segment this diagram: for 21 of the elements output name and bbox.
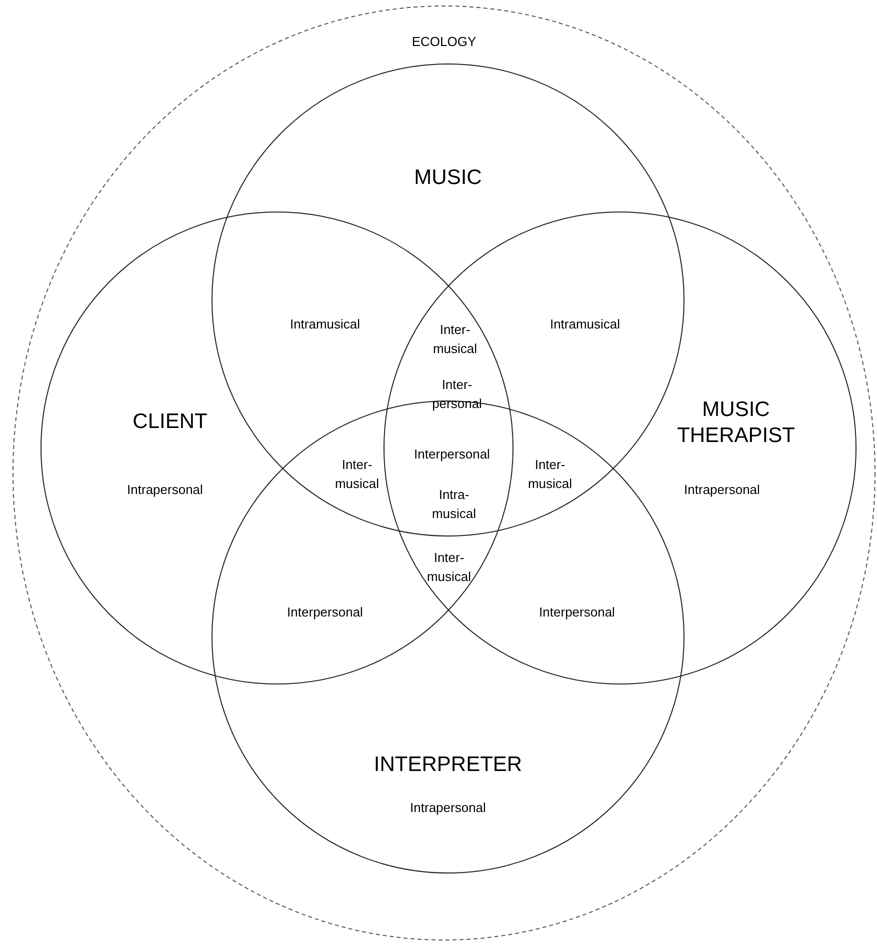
region-label: Interpersonal (287, 604, 363, 622)
region-label: Inter- musical (426, 549, 472, 586)
dashed-circle (12, 5, 876, 941)
circle-title: MUSIC (413, 164, 483, 191)
region-label: Intrapersonal (683, 482, 761, 498)
region-label: Inter- musical (528, 456, 572, 493)
circle-title: CLIENT (132, 408, 208, 435)
circle-title: MUSIC THERAPIST (676, 396, 796, 449)
region-label: Interpersonal (539, 604, 615, 622)
region-label: Intrapersonal (409, 800, 487, 816)
region-label: Interpersonal (414, 446, 490, 464)
venn-circle (40, 211, 514, 685)
region-label: Intramusical (550, 316, 620, 334)
region-label: Intra- musical (432, 486, 476, 523)
circle-title: INTERPRETER (373, 752, 523, 778)
circle-title: ECOLOGY (410, 34, 478, 50)
region-label: Intrapersonal (126, 482, 204, 498)
region-label: Inter- musical (432, 321, 478, 358)
region-label: Inter- musical (334, 456, 380, 493)
region-label: Intramusical (290, 316, 360, 334)
venn-circle (383, 211, 857, 685)
